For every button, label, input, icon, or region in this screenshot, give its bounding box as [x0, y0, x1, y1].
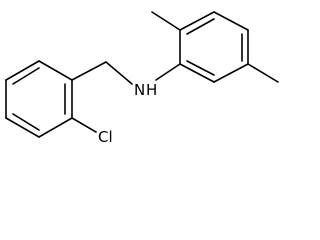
double-bond-inner	[186, 60, 215, 76]
ring-to-nitrogen-bond	[155, 63, 181, 81]
dimethylphenyl-ring	[179, 11, 249, 83]
chlorophenyl-ring	[5, 60, 73, 138]
ch2-to-ring-bond	[71, 61, 107, 81]
chlorine-bond	[71, 117, 97, 133]
chlorine-label: Cl	[98, 128, 113, 146]
bond	[5, 60, 40, 81]
bond	[38, 117, 73, 138]
nitrogen-label: N	[134, 81, 145, 99]
double-bond-inner	[12, 113, 40, 131]
double-bond-inner	[12, 67, 40, 85]
bond	[179, 63, 215, 83]
bond	[213, 11, 249, 31]
double-bond-inner	[186, 18, 215, 35]
bond	[38, 60, 73, 81]
bond	[179, 11, 215, 31]
molecule-drawing: N H Cl	[5, 11, 279, 146]
bond	[213, 63, 249, 83]
nitrogen-to-ch2-bond	[105, 61, 133, 85]
hydrogen-label: H	[146, 81, 157, 99]
methyl-bond-right	[247, 63, 279, 83]
structure-diagram: N H Cl	[5, 11, 279, 146]
methyl-bond-top	[151, 11, 181, 31]
bond	[5, 117, 40, 138]
